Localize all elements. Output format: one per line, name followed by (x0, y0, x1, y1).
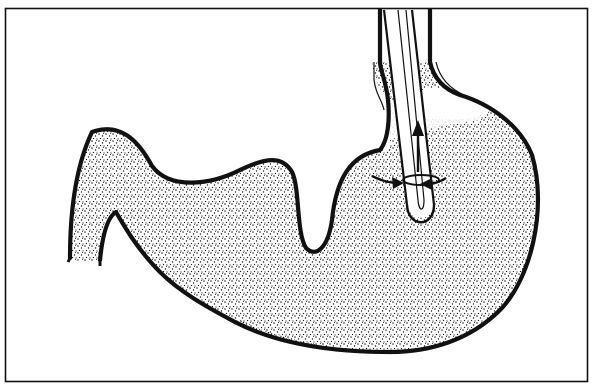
stomach-contents (60, 60, 550, 360)
